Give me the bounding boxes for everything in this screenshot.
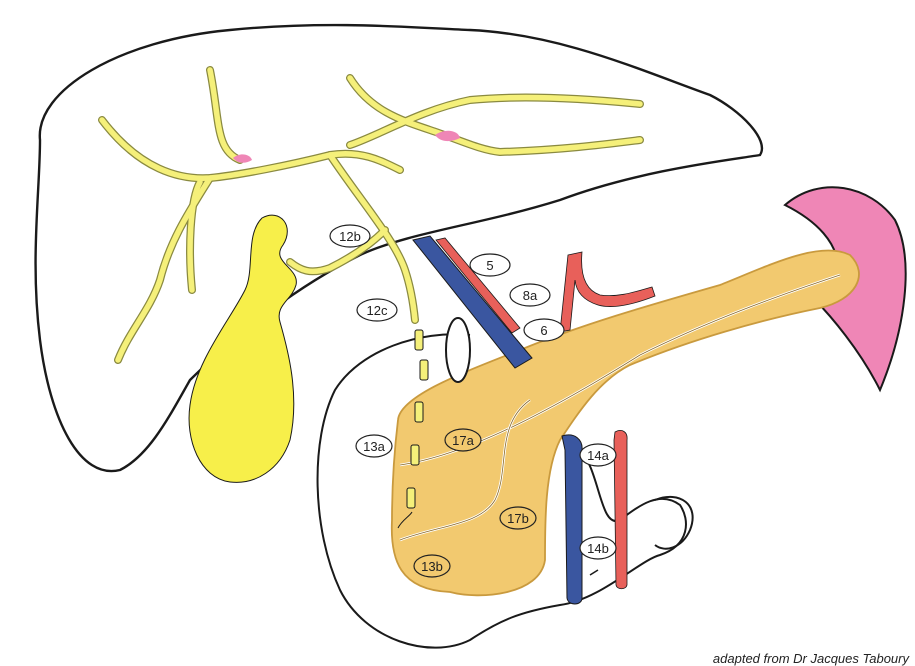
node-label-17b: 17b [500,507,536,529]
node-label-14a: 14a [580,444,616,466]
node-label-13a: 13a [356,435,392,457]
node-label-8a-text: 8a [523,288,538,303]
node-label-12c: 12c [357,299,397,321]
node-label-13a-text: 13a [363,439,385,454]
node-label-5-text: 5 [486,258,493,273]
figure-credit: adapted from Dr Jacques Taboury [713,651,909,666]
node-label-13b: 13b [414,555,450,577]
superior-mesenteric-vein [562,435,582,604]
node-label-17b-text: 17b [507,511,529,526]
node-14b-pointer [590,570,598,575]
node-label-13b-text: 13b [421,559,443,574]
vena-cava-oval [446,318,470,382]
node-label-14b-text: 14b [587,541,609,556]
node-label-14b: 14b [580,537,616,559]
node-label-6: 6 [524,319,564,341]
node-label-8a: 8a [510,284,550,306]
node-label-12c-text: 12c [367,303,388,318]
node-label-17a-text: 17a [452,433,474,448]
node-label-17a: 17a [445,429,481,451]
node-label-12b-text: 12b [339,229,361,244]
node-label-12b: 12b [330,225,370,247]
node-label-6-text: 6 [540,323,547,338]
node-label-5: 5 [470,254,510,276]
node-label-14a-text: 14a [587,448,609,463]
